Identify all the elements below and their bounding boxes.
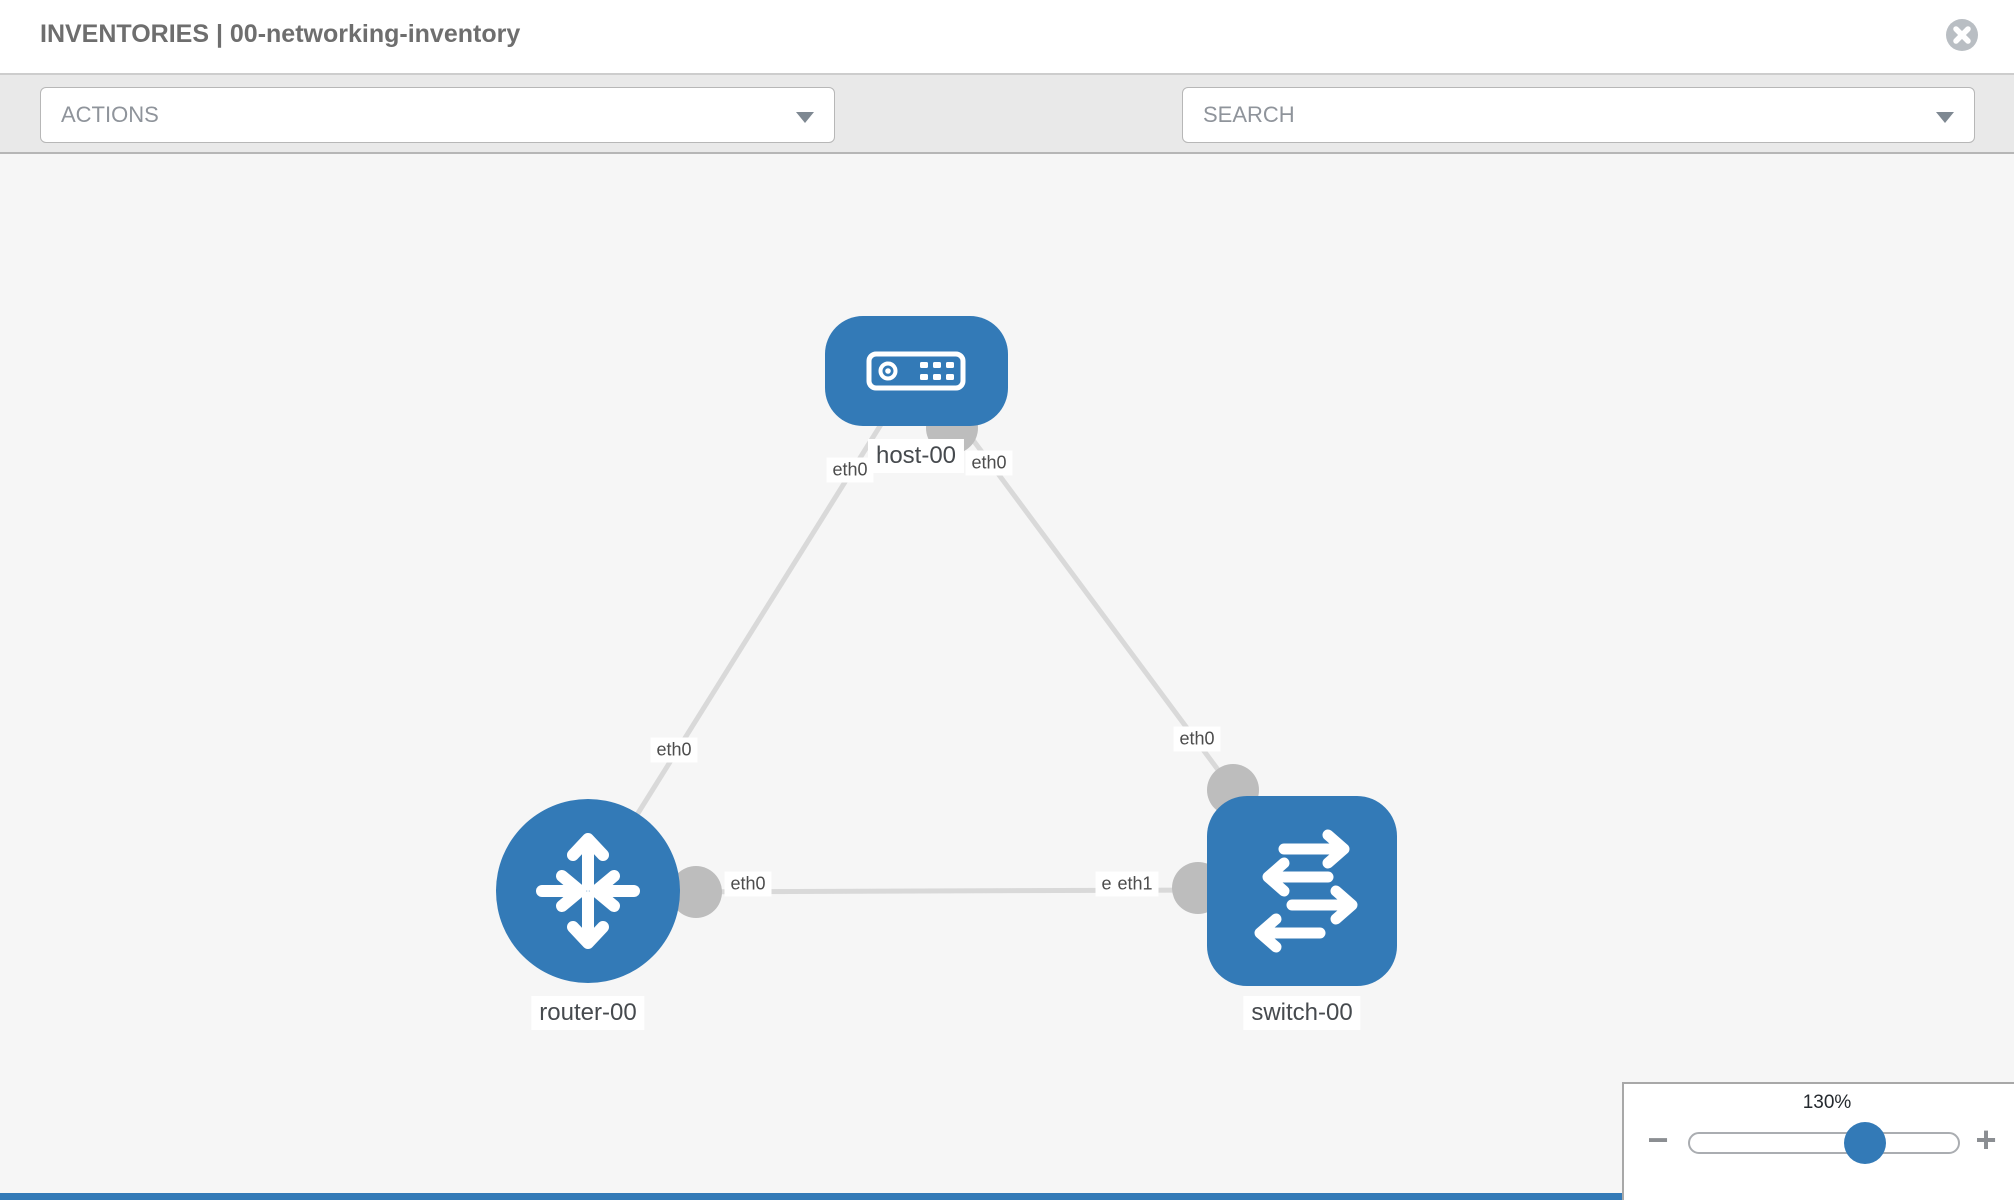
interface-label: eth1	[1111, 871, 1159, 897]
interface-label: eth0	[1173, 726, 1221, 752]
actions-dropdown[interactable]: ACTIONS	[40, 87, 835, 143]
close-button[interactable]	[1945, 18, 1979, 52]
interface-label: eth0	[965, 450, 1013, 476]
node-label-switch: switch-00	[1243, 996, 1361, 1030]
zoom-slider[interactable]	[1688, 1122, 1960, 1164]
page-title: INVENTORIES | 00-networking-inventory	[40, 20, 521, 48]
zoom-in-button[interactable]: +	[1968, 1122, 2004, 1158]
zoom-out-button[interactable]: −	[1640, 1122, 1676, 1158]
host-icon	[866, 351, 966, 391]
node-switch-00[interactable]	[1207, 796, 1397, 986]
zoom-level-value: 130%	[1802, 1092, 1852, 1113]
actions-dropdown-label: ACTIONS	[61, 102, 159, 127]
node-label-router: router-00	[531, 996, 645, 1030]
chevron-down-icon	[1936, 112, 1954, 123]
switch-icon	[1254, 829, 1358, 953]
interface-connector	[670, 866, 722, 918]
router-icon	[536, 833, 640, 949]
bottom-accent-bar	[0, 1193, 2014, 1200]
zoom-panel: 130% − +	[1622, 1082, 2014, 1200]
toolbar: ACTIONS SEARCH	[0, 73, 2014, 211]
close-icon	[1946, 19, 1978, 51]
interface-label: eth0	[724, 871, 772, 897]
chevron-down-icon	[796, 112, 814, 123]
interface-label: eth0	[826, 457, 874, 483]
node-router-00[interactable]	[496, 799, 680, 983]
interface-label: eth0	[650, 737, 698, 763]
node-host-00[interactable]	[825, 316, 1008, 426]
window-header: INVENTORIES | 00-networking-inventory	[0, 0, 2014, 73]
search-placeholder: SEARCH	[1203, 102, 1295, 127]
node-label-host: host-00	[867, 439, 965, 473]
search-dropdown[interactable]: SEARCH	[1182, 87, 1975, 143]
zoom-slider-thumb[interactable]	[1844, 1122, 1886, 1164]
topology-canvas[interactable]: eth0 eth0 eth0 eth0 eth0 eth0 eth1 host-…	[0, 154, 2014, 1200]
